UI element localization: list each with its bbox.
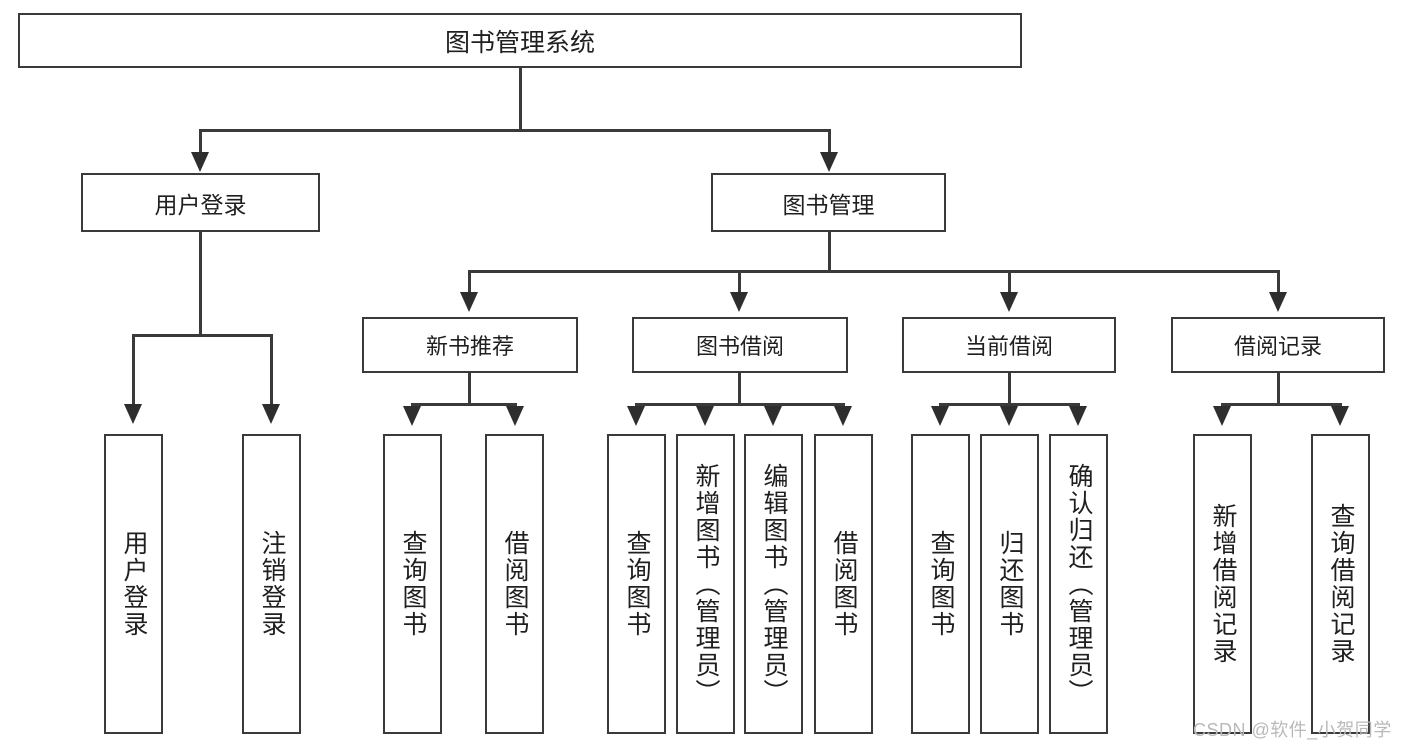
node-book-management[interactable]: 图书管理 bbox=[711, 173, 946, 232]
arrowhead-book-borrow-leaf-2 bbox=[696, 406, 714, 426]
node-borrow-record[interactable]: 借阅记录 bbox=[1171, 317, 1385, 373]
leaf-label: 查询借阅记录 bbox=[1327, 503, 1355, 665]
connector-book-borrow-stem bbox=[738, 373, 741, 405]
connector-root-stem bbox=[519, 68, 522, 131]
node-label: 图书借阅 bbox=[695, 334, 784, 359]
connector-root-to-book-manage bbox=[828, 129, 831, 155]
leaf-borrow-book[interactable]: 借阅图书 bbox=[814, 434, 873, 734]
leaf-label: 新增图书（管理员） bbox=[692, 462, 720, 706]
leaf-label: 查询图书 bbox=[399, 530, 427, 638]
connector-new-book-bus bbox=[411, 403, 516, 406]
leaf-label: 用户登录 bbox=[120, 530, 148, 638]
leaf-query-book-current[interactable]: 查询图书 bbox=[911, 434, 970, 734]
node-current-borrow[interactable]: 当前借阅 bbox=[902, 317, 1116, 373]
node-label: 新书推荐 bbox=[425, 334, 514, 359]
arrowhead-borrow-record-leaf-1 bbox=[1213, 406, 1231, 426]
leaf-label: 确认归还（管理员） bbox=[1065, 462, 1093, 706]
leaf-logout[interactable]: 注销登录 bbox=[242, 434, 301, 734]
connector-borrow-record-drop-1 bbox=[1221, 403, 1224, 408]
connector-new-book-drop-2 bbox=[514, 403, 517, 408]
connector-book-manage-drop-3 bbox=[1008, 270, 1011, 294]
connector-current-borrow-drop-1 bbox=[939, 403, 942, 408]
connector-book-manage-drop-4 bbox=[1277, 270, 1280, 294]
node-user-login[interactable]: 用户登录 bbox=[81, 173, 320, 232]
node-label: 借阅记录 bbox=[1233, 334, 1322, 359]
arrowhead-current-borrow-leaf-3 bbox=[1069, 406, 1087, 426]
connector-current-borrow-stem bbox=[1008, 373, 1011, 405]
leaf-label: 借阅图书 bbox=[501, 530, 529, 638]
connector-book-manage-drop-2 bbox=[738, 270, 741, 294]
arrowhead-book-borrow-leaf-4 bbox=[834, 406, 852, 426]
arrowhead-root-to-book-manage bbox=[820, 152, 838, 172]
connector-user-login-stem bbox=[199, 232, 202, 336]
leaf-return-book[interactable]: 归还图书 bbox=[980, 434, 1039, 734]
connector-book-borrow-drop-4 bbox=[842, 403, 845, 408]
leaf-user-login[interactable]: 用户登录 bbox=[104, 434, 163, 734]
connector-book-manage-stem bbox=[828, 232, 831, 272]
leaf-label: 借阅图书 bbox=[830, 530, 858, 638]
connector-current-borrow-drop-2 bbox=[1008, 403, 1011, 408]
leaf-label: 归还图书 bbox=[996, 530, 1024, 638]
leaf-label: 注销登录 bbox=[258, 530, 286, 638]
connector-book-borrow-drop-3 bbox=[772, 403, 775, 408]
connector-new-book-drop-1 bbox=[411, 403, 414, 408]
watermark-text: CSDN @软件_小贺同学 bbox=[1193, 720, 1392, 740]
leaf-edit-book-admin[interactable]: 编辑图书（管理员） bbox=[744, 434, 803, 734]
connector-book-borrow-drop-2 bbox=[704, 403, 707, 408]
arrowhead-to-new-book-recommend bbox=[460, 292, 478, 312]
node-label: 当前借阅 bbox=[964, 334, 1053, 359]
node-label: 图书管理 bbox=[782, 191, 875, 218]
connector-new-book-stem bbox=[468, 373, 471, 405]
leaf-query-book-recommend[interactable]: 查询图书 bbox=[383, 434, 442, 734]
connector-borrow-record-stem bbox=[1277, 373, 1280, 405]
leaf-query-borrow-record[interactable]: 查询借阅记录 bbox=[1311, 434, 1370, 734]
arrowhead-book-borrow-leaf-1 bbox=[627, 406, 645, 426]
connector-borrow-record-bus bbox=[1221, 403, 1341, 406]
node-label: 图书管理系统 bbox=[444, 28, 595, 57]
arrowhead-root-to-user-login bbox=[191, 152, 209, 172]
leaf-label: 查询图书 bbox=[927, 530, 955, 638]
arrowhead-to-current-borrow bbox=[1000, 292, 1018, 312]
node-book-borrow[interactable]: 图书借阅 bbox=[632, 317, 848, 373]
leaf-add-borrow-record[interactable]: 新增借阅记录 bbox=[1193, 434, 1252, 734]
arrowhead-to-borrow-record bbox=[1269, 292, 1287, 312]
arrowhead-current-borrow-leaf-2 bbox=[1000, 406, 1018, 426]
connector-borrow-record-drop-2 bbox=[1339, 403, 1342, 408]
connector-book-borrow-bus bbox=[635, 403, 844, 406]
arrowhead-new-book-leaf-2 bbox=[506, 406, 524, 426]
leaf-label: 查询图书 bbox=[623, 530, 651, 638]
arrowhead-user-login-leaf-2 bbox=[262, 404, 280, 424]
connector-root-to-user-login bbox=[199, 129, 202, 155]
leaf-add-book-admin[interactable]: 新增图书（管理员） bbox=[676, 434, 735, 734]
connector-root-bus bbox=[199, 129, 831, 132]
arrowhead-to-book-borrow bbox=[730, 292, 748, 312]
connector-current-borrow-drop-3 bbox=[1077, 403, 1080, 408]
connector-user-login-drop-1 bbox=[132, 334, 135, 406]
arrowhead-new-book-leaf-1 bbox=[403, 406, 421, 426]
leaf-borrow-book-recommend[interactable]: 借阅图书 bbox=[485, 434, 544, 734]
leaf-confirm-return-admin[interactable]: 确认归还（管理员） bbox=[1049, 434, 1108, 734]
leaf-label: 编辑图书（管理员） bbox=[760, 462, 788, 706]
connector-book-manage-bus bbox=[468, 270, 1280, 273]
connector-book-borrow-drop-1 bbox=[635, 403, 638, 408]
connector-user-login-bus bbox=[132, 334, 272, 337]
connector-user-login-drop-2 bbox=[270, 334, 273, 406]
connector-book-manage-drop-1 bbox=[468, 270, 471, 294]
node-new-book-recommend[interactable]: 新书推荐 bbox=[362, 317, 578, 373]
node-label: 用户登录 bbox=[154, 191, 247, 218]
arrowhead-user-login-leaf-1 bbox=[124, 404, 142, 424]
arrowhead-current-borrow-leaf-1 bbox=[931, 406, 949, 426]
arrowhead-borrow-record-leaf-2 bbox=[1331, 406, 1349, 426]
arrowhead-book-borrow-leaf-3 bbox=[764, 406, 782, 426]
leaf-label: 新增借阅记录 bbox=[1209, 503, 1237, 665]
node-root-system[interactable]: 图书管理系统 bbox=[18, 13, 1022, 68]
leaf-query-book-borrow[interactable]: 查询图书 bbox=[607, 434, 666, 734]
